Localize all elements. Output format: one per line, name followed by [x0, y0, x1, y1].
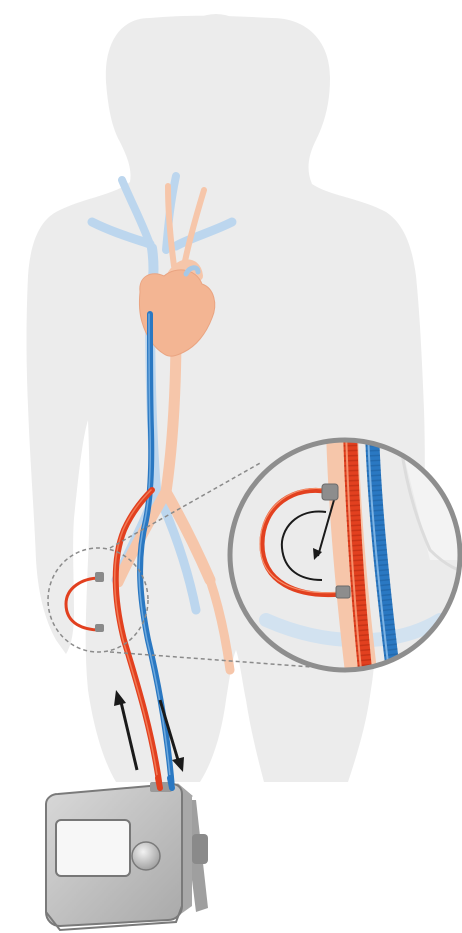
perfusion-connector-top — [95, 572, 104, 582]
console-screen — [56, 820, 130, 876]
console-arterial-tube — [158, 778, 160, 788]
perfusion-connector-bottom — [95, 624, 104, 632]
ecmo-console — [46, 782, 208, 930]
inset-connector-top — [322, 484, 338, 500]
console-knob — [132, 842, 160, 870]
head — [164, 14, 268, 150]
inset-connector-bottom — [336, 586, 350, 598]
console-side-grip — [192, 834, 208, 864]
console-venous-tube — [170, 778, 172, 788]
